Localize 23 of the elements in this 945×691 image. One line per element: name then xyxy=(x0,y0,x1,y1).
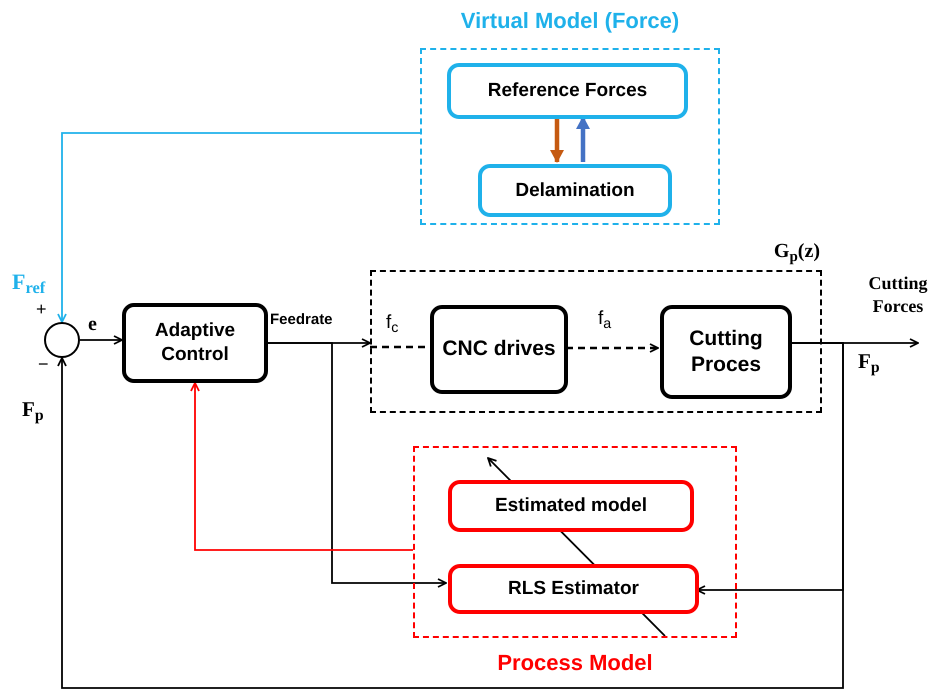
arrow xyxy=(550,117,564,163)
process-box: Reference Forces xyxy=(447,63,688,119)
group-heading: G$_{p}$(z) xyxy=(774,239,820,266)
process-box: Estimated model xyxy=(448,480,694,532)
process-box: CNC drives xyxy=(430,305,568,394)
arrow xyxy=(80,335,123,345)
process-box: RLS Estimator xyxy=(448,564,699,614)
edge-label: f$_{c}$ xyxy=(386,311,398,335)
arrow xyxy=(57,132,420,323)
group-heading: Process Model xyxy=(496,649,654,677)
arrow xyxy=(190,382,413,551)
process-box: Adaptive Control xyxy=(122,303,268,383)
signal-label: + xyxy=(36,298,47,320)
process-box: Cutting Proces xyxy=(660,305,792,399)
process-box: Delamination xyxy=(478,164,672,217)
signal-label: − xyxy=(38,353,49,376)
edge-label: f$_{a}$ xyxy=(598,307,612,331)
group-heading: Virtual Model (Force) xyxy=(460,7,680,35)
dashed-arrow xyxy=(566,343,659,353)
signal-label: F$_{p}$ xyxy=(22,396,44,422)
signal-label: F$_{p}$ xyxy=(858,348,880,374)
summing-junction xyxy=(44,322,80,358)
arrow xyxy=(576,116,590,162)
